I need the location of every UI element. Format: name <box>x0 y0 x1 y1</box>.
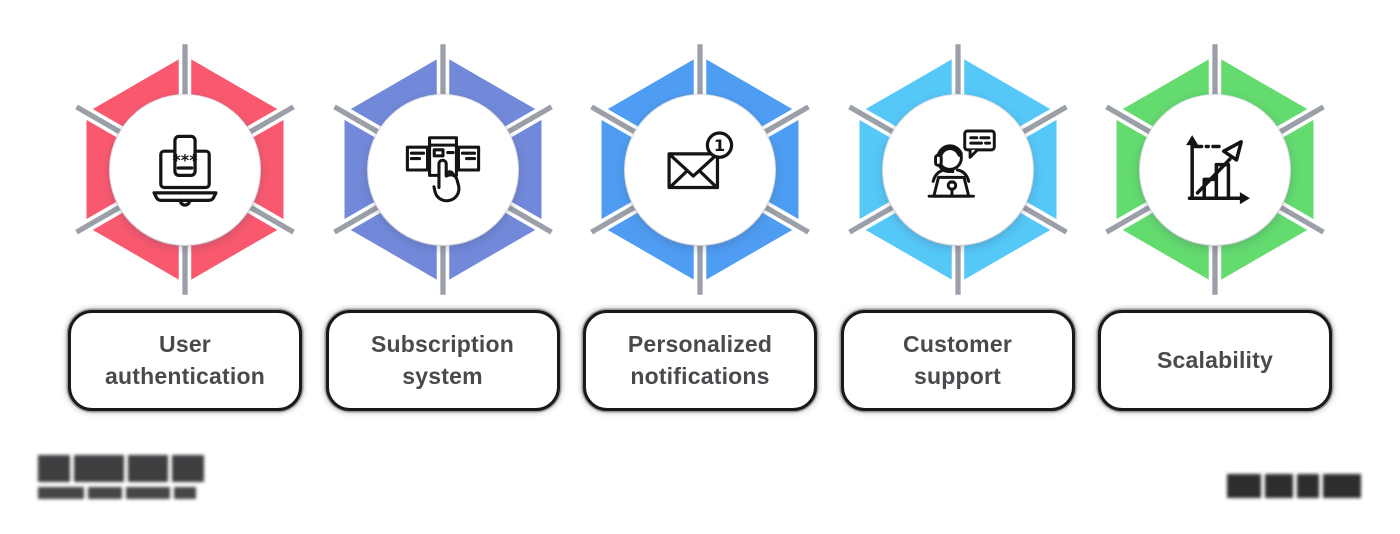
feature-label-card: User authentication <box>68 310 302 411</box>
feature-item: *** User authentication <box>68 44 302 411</box>
feature-hexagon <box>847 44 1068 295</box>
feature-label: User authentication <box>105 330 265 389</box>
feature-icon-circle <box>882 94 1033 245</box>
feature-label: Personalized notifications <box>627 330 773 389</box>
feature-hexagon <box>332 44 553 295</box>
feature-label: Subscription system <box>371 330 514 389</box>
mail-notification-icon: 1 <box>657 127 743 213</box>
feature-label-card: Customer support <box>840 310 1075 411</box>
growth-chart-icon <box>1172 127 1258 213</box>
feature-icon-circle <box>1140 94 1290 245</box>
feature-label-card: Personalized notifications <box>583 310 817 411</box>
feature-hexagon: *** <box>75 44 295 295</box>
support-agent-icon <box>915 127 1001 213</box>
blurred-logo-left <box>38 455 208 499</box>
feature-icon-circle: *** <box>110 94 260 245</box>
feature-icon-circle <box>367 94 518 245</box>
svg-text:***: *** <box>172 150 198 169</box>
notification-count: 1 <box>714 135 725 154</box>
payment-click-icon <box>400 127 486 213</box>
feature-item: Customer support <box>840 44 1075 411</box>
feature-label-card: Subscription system <box>325 310 560 411</box>
laptop-password-icon: *** <box>142 127 228 213</box>
blurred-logo-left-line2 <box>38 487 208 499</box>
blurred-logo-right <box>1227 474 1365 498</box>
feature-hexagon <box>1105 44 1325 295</box>
feature-icon-circle: 1 <box>625 94 775 245</box>
feature-item: 1 Personalized notifications <box>583 44 817 411</box>
feature-label-card: Scalability <box>1098 310 1332 411</box>
feature-item: Scalability <box>1098 44 1332 411</box>
feature-label: Scalability <box>1157 346 1273 373</box>
blurred-logo-right-line1 <box>1227 474 1365 498</box>
feature-label: Customer support <box>903 330 1012 389</box>
features-row: *** User authentication <box>0 44 1400 411</box>
feature-item: Subscription system <box>325 44 560 411</box>
blurred-logo-left-line1 <box>38 455 208 482</box>
feature-hexagon: 1 <box>590 44 810 295</box>
